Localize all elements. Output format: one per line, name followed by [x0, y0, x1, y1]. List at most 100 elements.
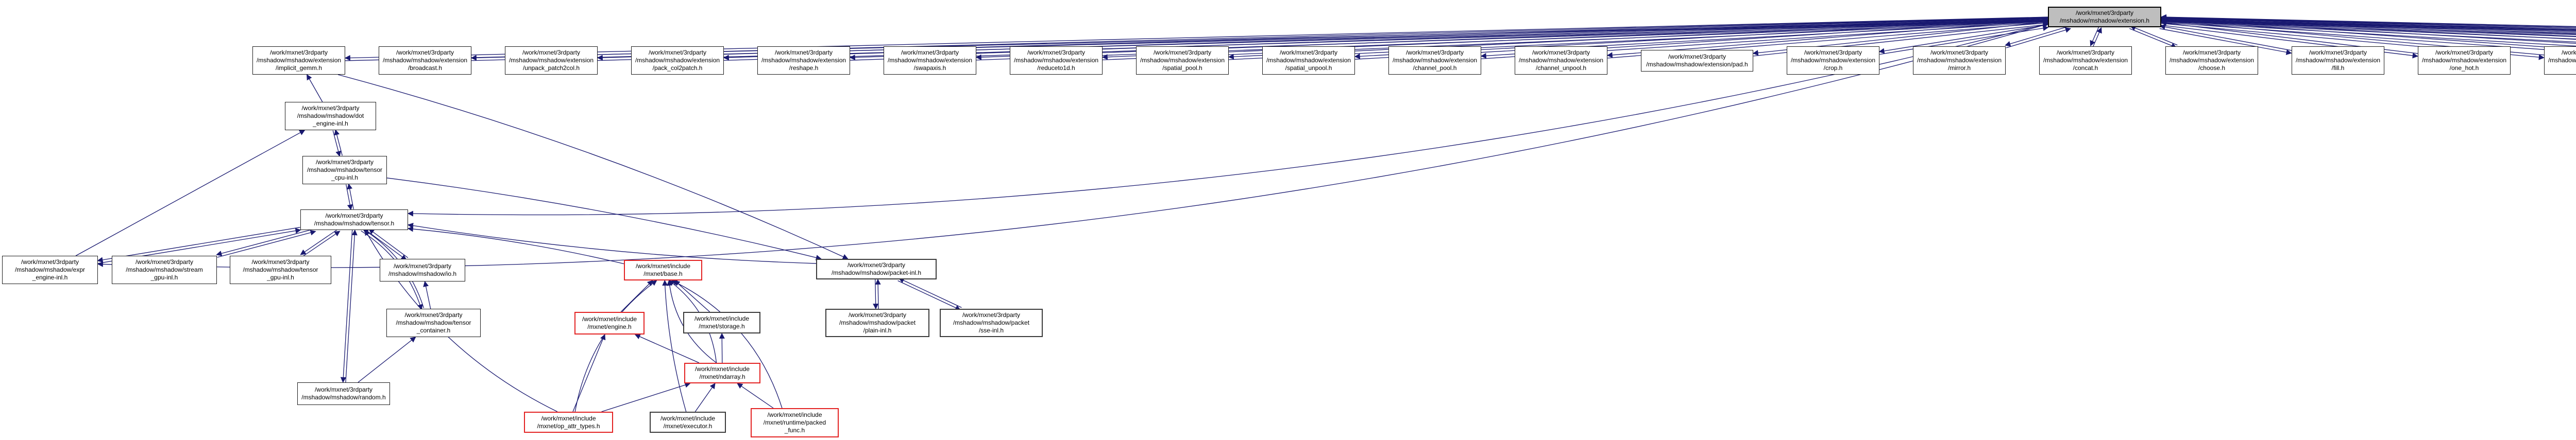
graph-node-mxnet-storage.h[interactable]: /work/mxnet/include /mxnet/storage.h — [683, 312, 760, 333]
graph-node-mxnet-runtime-packed_func.h[interactable]: /work/mxnet/include /mxnet/runtime/packe… — [751, 408, 839, 437]
include-edge — [898, 277, 962, 308]
graph-node-mxnet-engine.h[interactable]: /work/mxnet/include /mxnet/engine.h — [574, 312, 645, 335]
include-edge — [2130, 25, 2178, 46]
include-edge — [634, 333, 700, 363]
graph-node-dot_engine-inl.h[interactable]: /work/mxnet/3rdparty /mshadow/mshadow/do… — [285, 102, 376, 130]
graph-node-pack_col2patch.h[interactable]: /work/mxnet/3rdparty /mshadow/mshadow/ex… — [631, 46, 724, 75]
graph-node-broadcast.h[interactable]: /work/mxnet/3rdparty /mshadow/mshadow/ex… — [379, 46, 471, 75]
include-edge — [367, 231, 407, 260]
graph-node-random.h[interactable]: /work/mxnet/3rdparty /mshadow/mshadow/ra… — [297, 382, 390, 405]
include-edge — [407, 226, 624, 265]
include-edge — [1228, 17, 2048, 60]
graph-edges — [75, 14, 2576, 412]
include-edge — [574, 280, 657, 412]
include-edge — [737, 383, 774, 409]
include-edge — [97, 227, 300, 263]
include-edge — [307, 74, 323, 102]
graph-node-tensor_container.h[interactable]: /work/mxnet/3rdparty /mshadow/mshadow/te… — [386, 309, 481, 337]
include-edge — [301, 231, 341, 257]
include-edge — [407, 222, 817, 264]
include-edge — [2161, 22, 2576, 52]
include-edge — [347, 183, 354, 209]
graph-node-reduceto1d.h[interactable]: /work/mxnet/3rdparty /mshadow/mshadow/ex… — [1010, 46, 1103, 75]
include-edge — [334, 129, 343, 156]
graph-node-mxnet-executor.h[interactable]: /work/mxnet/include /mxnet/executor.h — [650, 412, 726, 433]
include-edge — [407, 23, 2048, 217]
graph-node-channel_pool.h[interactable]: /work/mxnet/3rdparty /mshadow/mshadow/ex… — [1388, 46, 1481, 75]
include-edge — [2160, 14, 2576, 29]
include-edge — [601, 382, 691, 412]
include-edge — [873, 279, 879, 310]
include-edge — [470, 16, 2048, 61]
include-edge — [694, 383, 716, 412]
graph-node-spatial_pool.h[interactable]: /work/mxnet/3rdparty /mshadow/mshadow/ex… — [1136, 46, 1229, 75]
include-edge — [1606, 20, 2048, 58]
graph-node-slice.h[interactable]: /work/mxnet/3rdparty /mshadow/mshadow/ex… — [2544, 46, 2576, 75]
graph-node-fill.h[interactable]: /work/mxnet/3rdparty /mshadow/mshadow/ex… — [2292, 46, 2384, 75]
include-edge — [2161, 20, 2576, 37]
include-edge — [2159, 24, 2292, 51]
graph-node-mirror.h[interactable]: /work/mxnet/3rdparty /mshadow/mshadow/ex… — [1913, 46, 2006, 75]
include-edge — [217, 230, 316, 258]
graph-node-reshape.h[interactable]: /work/mxnet/3rdparty /mshadow/mshadow/ex… — [757, 46, 850, 75]
include-edge — [897, 280, 961, 311]
include-edge — [2161, 20, 2576, 36]
include-edge — [344, 16, 2048, 61]
include-edge — [337, 74, 849, 259]
include-edge — [75, 130, 306, 256]
graph-node-mxnet-ndarray.h[interactable]: /work/mxnet/include /mxnet/ndarray.h — [684, 363, 760, 383]
graph-node-stream_gpu-inl.h[interactable]: /work/mxnet/3rdparty /mshadow/mshadow/st… — [112, 256, 217, 284]
graph-node-tensor_gpu-inl.h[interactable]: /work/mxnet/3rdparty /mshadow/mshadow/te… — [230, 256, 331, 284]
include-edge — [674, 280, 710, 312]
graph-node-tensor.h[interactable]: /work/mxnet/3rdparty /mshadow/mshadow/te… — [300, 209, 408, 230]
include-edge — [2161, 20, 2576, 34]
include-edge — [2005, 25, 2070, 47]
include-edge — [620, 280, 653, 312]
include-edge — [572, 333, 606, 412]
include-edge — [1101, 17, 2048, 60]
graph-node-unpack_patch2col.h[interactable]: /work/mxnet/3rdparty /mshadow/mshadow/ex… — [505, 46, 598, 75]
include-edge — [2006, 27, 2072, 48]
graph-node-io.h[interactable]: /work/mxnet/3rdparty /mshadow/mshadow/io… — [380, 259, 465, 281]
graph-node-channel_unpool.h[interactable]: /work/mxnet/3rdparty /mshadow/mshadow/ex… — [1515, 46, 1607, 75]
include-edge — [300, 228, 339, 255]
include-edge — [358, 337, 416, 383]
graph-node-packet-inl.h[interactable]: /work/mxnet/3rdparty /mshadow/mshadow/pa… — [816, 259, 937, 279]
graph-node-concat.h[interactable]: /work/mxnet/3rdparty /mshadow/mshadow/ex… — [2039, 46, 2132, 75]
include-edge — [662, 279, 687, 412]
graph-node-mxnet-base.h[interactable]: /work/mxnet/include /mxnet/base.h — [624, 260, 702, 280]
graph-node-one_hot.h[interactable]: /work/mxnet/3rdparty /mshadow/mshadow/ex… — [2418, 46, 2511, 75]
include-edge — [2159, 28, 2292, 55]
include-edge — [2161, 21, 2576, 47]
include-edge — [1878, 24, 2048, 54]
include-edge — [671, 280, 783, 409]
graph-node-spatial_unpool.h[interactable]: /work/mxnet/3rdparty /mshadow/mshadow/ex… — [1262, 46, 1355, 75]
include-edge — [2161, 19, 2576, 30]
graph-node-packet-plain-inl.h[interactable]: /work/mxnet/3rdparty /mshadow/mshadow/pa… — [825, 309, 929, 337]
graph-node-packet-sse-inl.h[interactable]: /work/mxnet/3rdparty /mshadow/mshadow/pa… — [940, 309, 1043, 337]
graph-node-pad.h[interactable]: /work/mxnet/3rdparty /mshadow/mshadow/ex… — [1641, 50, 1753, 72]
include-edge — [1229, 18, 2049, 60]
include-edge — [2160, 14, 2576, 27]
include-edge — [2160, 14, 2576, 28]
graph-node-choose.h[interactable]: /work/mxnet/3rdparty /mshadow/mshadow/ex… — [2165, 46, 2258, 75]
graph-node-swapaxis.h[interactable]: /work/mxnet/3rdparty /mshadow/mshadow/ex… — [884, 46, 976, 75]
include-edge — [2161, 19, 2576, 30]
graph-node-expr_engine-inl.h[interactable]: /work/mxnet/3rdparty /mshadow/mshadow/ex… — [2, 256, 98, 284]
include-edge — [2161, 21, 2576, 43]
graph-node-implicit_gemm.h[interactable]: /work/mxnet/3rdparty /mshadow/mshadow/ex… — [252, 46, 345, 75]
include-edge — [2092, 27, 2102, 47]
include-edge — [2129, 28, 2177, 48]
graph-node-crop.h[interactable]: /work/mxnet/3rdparty /mshadow/mshadow/ex… — [1787, 46, 1879, 75]
include-edge — [423, 280, 431, 309]
include-edge — [2160, 14, 2576, 31]
graph-node-mxnet-op_attr_types.h[interactable]: /work/mxnet/include /mxnet/op_attr_types… — [524, 412, 613, 433]
graph-node-tensor_cpu-inl.h[interactable]: /work/mxnet/3rdparty /mshadow/mshadow/te… — [302, 156, 387, 184]
include-edge — [346, 184, 353, 210]
include-edge — [345, 230, 358, 383]
include-edge — [386, 178, 822, 260]
include-edge — [368, 228, 409, 258]
include-edge — [340, 230, 353, 383]
graph-node-extension.h[interactable]: /work/mxnet/3rdparty /mshadow/mshadow/ex… — [2048, 7, 2161, 27]
